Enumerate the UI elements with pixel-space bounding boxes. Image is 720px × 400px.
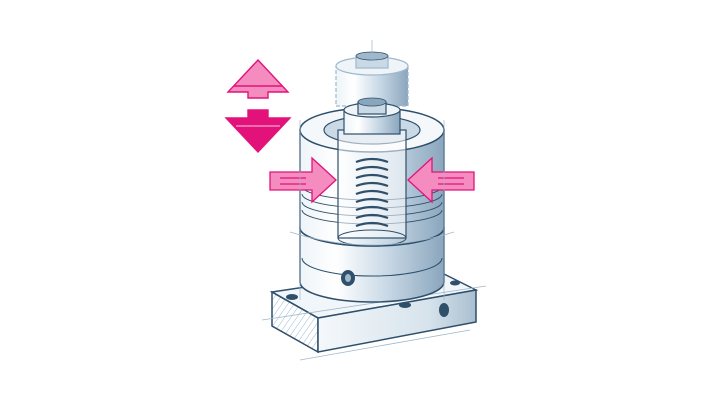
vertical-stroke-arrow-icon	[224, 58, 292, 154]
inner-sleeve	[337, 129, 407, 247]
bolt-head-lower	[357, 97, 387, 115]
radial-arrow-left-icon	[269, 156, 337, 204]
mounting-hole-front-right	[399, 302, 411, 308]
mounting-hole-front-left	[286, 294, 298, 300]
side-port-base	[439, 303, 449, 317]
mounting-hole-back-right	[450, 280, 460, 286]
radial-arrow-right-icon	[407, 156, 475, 204]
sketch-construction-lines	[289, 40, 455, 300]
spring-coil	[355, 157, 389, 228]
